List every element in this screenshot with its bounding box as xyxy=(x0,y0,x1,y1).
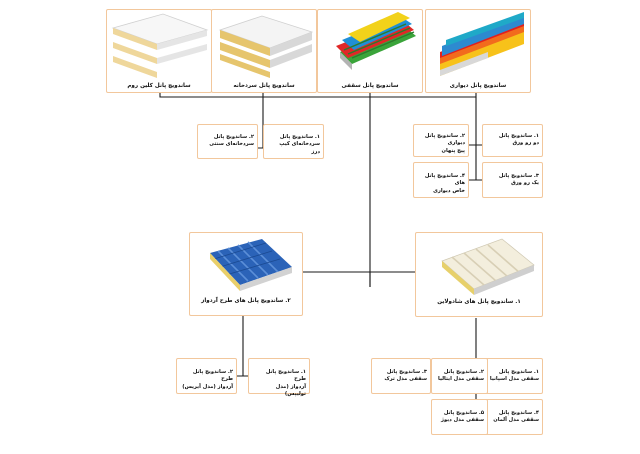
roof-sheet-item-3[interactable]: ۳. ساندویچ پانل سقفی مدل ترک xyxy=(371,358,431,394)
product-label-cold: ساندویچ پانل سردخانه xyxy=(233,83,295,89)
product-label-wall: ساندویچ پانل دیواری xyxy=(449,83,507,89)
wall-item-3-label: ۳. ساندویچ پانل یک رو ورق xyxy=(498,173,539,187)
product-card-cold[interactable]: ساندویچ پانل سردخانه xyxy=(211,9,317,93)
cleanroom-panel-image xyxy=(111,13,209,78)
wall-panel-image xyxy=(440,12,524,76)
roof-sheet-item-2-label: ۲. ساندویچ پانل سقفی مدل ایتالیا xyxy=(438,369,484,383)
product-card-cleanroom[interactable]: ساندویچ پانل کلین روم xyxy=(106,9,212,93)
wall-item-1-label: ۱. ساندویچ پانل دو رو ورق xyxy=(498,133,539,147)
roof-sheet-item-4[interactable]: ۴. ساندویچ پانل سقفی مدل آلمان xyxy=(482,399,543,435)
wall-item-2[interactable]: ۲. ساندویچ پانل دیواری پیچ پنهان xyxy=(413,124,469,157)
roof-sheet-item-5-label: ۵. ساندویچ پانل سقفی مدل دیوژ xyxy=(441,410,484,424)
roof-sheet-item-3-label: ۳. ساندویچ پانل سقفی مدل ترک xyxy=(384,369,427,383)
roof-sheet-item-1-label: ۱. ساندویچ پانل سقفی مدل اسپانیا xyxy=(489,369,539,383)
roof-tile-item-2[interactable]: ۲. ساندویچ پانل طرح آردواز (مدل آیریس) xyxy=(176,358,237,394)
product-card-roof-sheet[interactable]: ۱. ساندویچ پانل های شادولاین xyxy=(415,232,543,317)
product-label-roof: ساندویچ پانل سقفی xyxy=(341,83,399,89)
wall-item-1[interactable]: ۱. ساندویچ پانل دو رو ورق xyxy=(482,124,543,157)
connector-wall xyxy=(469,97,482,181)
product-label-cleanroom: ساندویچ پانل کلین روم xyxy=(127,83,191,89)
roof-sheet-item-2[interactable]: ۲. ساندویچ پانل سقفی مدل ایتالیا xyxy=(431,358,488,394)
connector-middle xyxy=(303,271,415,287)
product-label-roof-sheet: ۱. ساندویچ پانل های شادولاین xyxy=(437,299,521,305)
connector-roof-tile xyxy=(237,316,248,377)
roof-tile-item-1-label: ۱. ساندویچ پانل طرح آردواز (مدل تولیپس) xyxy=(265,369,306,398)
wall-item-3[interactable]: ۳. ساندویچ پانل یک رو ورق xyxy=(482,162,543,198)
product-label-roof-tile: ۲. ساندویچ پانل های طرح آردواز xyxy=(201,298,291,304)
roof-sheet-item-4-label: ۴. ساندویچ پانل سقفی مدل آلمان xyxy=(493,410,539,424)
roof-sheet-image xyxy=(441,238,535,295)
roof-tile-image xyxy=(210,239,292,291)
cold-item-1[interactable]: ۱. ساندویچ پانل سردخانه‌ای کیپ درز xyxy=(263,124,324,159)
wall-item-2-label: ۲. ساندویچ پانل دیواری پیچ پنهان xyxy=(424,133,465,154)
cold-item-1-label: ۱. ساندویچ پانل سردخانه‌ای کیپ درز xyxy=(279,134,320,155)
roof-sheet-item-5[interactable]: ۵. ساندویچ پانل سقفی مدل دیوژ xyxy=(431,399,488,435)
product-card-wall[interactable]: ساندویچ پانل دیواری xyxy=(425,9,531,93)
cold-item-2-label: ۲. ساندویچ پانل سردخانه‌ای سنتی xyxy=(209,134,254,148)
connector-top-bus xyxy=(159,93,477,287)
roof-sheet-item-1[interactable]: ۱. ساندویچ پانل سقفی مدل اسپانیا xyxy=(482,358,543,394)
product-card-roof[interactable]: ساندویچ پانل سقفی xyxy=(317,9,423,93)
cold-panel-image xyxy=(218,15,314,78)
product-card-roof-tile[interactable]: ۲. ساندویچ پانل های طرح آردواز xyxy=(189,232,303,316)
roof-panel-image xyxy=(336,12,416,70)
roof-tile-item-2-label: ۲. ساندویچ پانل طرح آردواز (مدل آیریس) xyxy=(182,369,233,390)
roof-tile-item-1[interactable]: ۱. ساندویچ پانل طرح آردواز (مدل تولیپس) xyxy=(248,358,310,397)
wall-item-4[interactable]: ۴. ساندویچ پانل های خاص دیواری xyxy=(413,162,469,198)
wall-item-4-label: ۴. ساندویچ پانل های خاص دیواری xyxy=(424,173,465,194)
cold-item-2[interactable]: ۲. ساندویچ پانل سردخانه‌ای سنتی xyxy=(197,124,258,159)
